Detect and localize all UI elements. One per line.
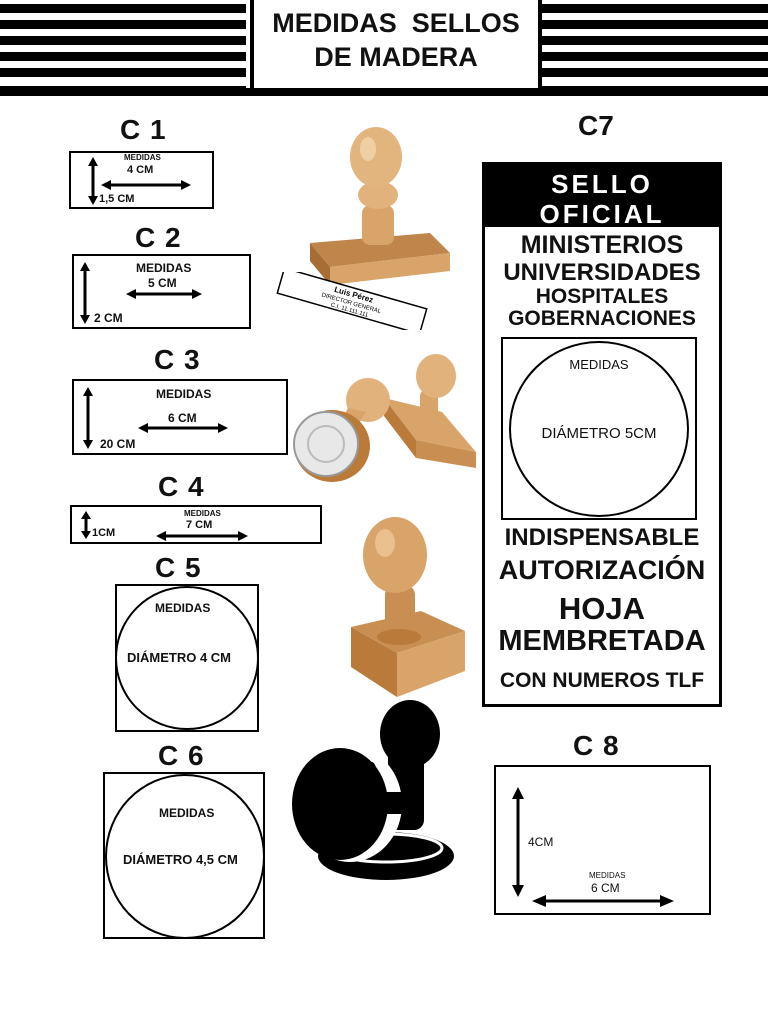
c2-height: 2 CM — [94, 311, 123, 325]
c1-width: 4 CM — [127, 164, 154, 176]
c7-head-line-1: SELLO — [551, 169, 653, 199]
c5-label: C 5 — [155, 552, 202, 583]
header-stripes-right — [538, 0, 768, 96]
c8-vertical-arrow — [512, 787, 524, 897]
c4-horizontal-arrow — [156, 531, 248, 541]
c8-box: 4CM MEDIDAS 6 CM — [494, 765, 711, 915]
c6-circle — [105, 774, 265, 939]
c3-medidas: MEDIDAS — [156, 387, 212, 401]
c7-sello-oficial-panel: SELLO OFICIAL MINISTERIOS UNIVERSIDADES … — [482, 162, 722, 707]
wooden-stamp-square-image — [351, 517, 465, 697]
c4-vertical-arrow — [81, 511, 91, 539]
black-round-stamp-icon — [292, 700, 454, 880]
c7-label: C7 — [578, 110, 614, 141]
c7-entity-2: UNIVERSIDADES — [503, 259, 701, 286]
c2-vertical-arrow — [80, 262, 90, 324]
c4-box: MEDIDAS 7 CM 1CM — [70, 505, 322, 544]
c1-label: C 1 — [120, 114, 167, 145]
c3-width: 6 CM — [168, 411, 197, 425]
c7-diameter: DIÁMETRO 5CM — [541, 425, 657, 442]
c7-req-1: INDISPENSABLE — [504, 524, 700, 551]
c2-box: MEDIDAS 5 CM 2 CM — [72, 254, 251, 329]
c5-circle — [115, 586, 259, 730]
c2-horizontal-arrow — [126, 289, 202, 299]
c1-vertical-arrow — [88, 157, 98, 205]
c7-circle-box: MEDIDAS DIÁMETRO 5CM — [501, 337, 697, 520]
c7-entity-1: MINISTERIOS — [520, 231, 684, 259]
c4-width: 7 CM — [186, 519, 213, 531]
wooden-stamps-pair-image — [293, 354, 476, 482]
c2-width: 5 CM — [148, 276, 177, 290]
header-stripes-left — [0, 0, 246, 96]
c1-horizontal-arrow — [101, 180, 191, 190]
c8-height: 4CM — [528, 835, 554, 849]
c6-diameter: DIÁMETRO 4,5 CM — [123, 852, 238, 867]
c6-box: MEDIDAS DIÁMETRO 4,5 CM — [103, 772, 265, 939]
c4-label: C 4 — [158, 471, 205, 502]
c8-horizontal-arrow — [532, 895, 674, 907]
title-line-2: DE MADERA — [314, 42, 478, 72]
c8-label: C 8 — [573, 730, 620, 761]
c8-width: 6 CM — [591, 881, 620, 895]
c1-medidas: MEDIDAS — [124, 153, 161, 162]
c7-entity-3: HOSPITALES — [535, 285, 669, 308]
c7-circle — [509, 341, 689, 517]
c7-req-4: MEMBRETADA — [498, 625, 706, 657]
c7-req-3: HOJA — [558, 591, 646, 626]
c7-header: SELLO OFICIAL — [485, 165, 719, 229]
title-line-1: MEDIDAS SELLOS — [272, 8, 520, 38]
c1-box: MEDIDAS 4 CM 1,5 CM — [69, 151, 214, 209]
c7-req-2: AUTORIZACIÓN — [498, 555, 706, 585]
c3-vertical-arrow — [83, 387, 93, 449]
c6-label: C 6 — [158, 740, 205, 771]
c5-box: MEDIDAS DIÁMETRO 4 CM — [115, 584, 259, 732]
c5-medidas: MEDIDAS — [155, 601, 211, 615]
c3-box: MEDIDAS 6 CM 20 CM — [72, 379, 288, 455]
header-bottom-bar — [0, 88, 768, 96]
c2-medidas: MEDIDAS — [136, 261, 192, 275]
c7-head-line-2: OFICIAL — [539, 199, 665, 229]
c6-medidas: MEDIDAS — [159, 806, 215, 820]
wooden-stamp-rectangle-image — [310, 127, 450, 285]
page-title: MEDIDAS SELLOS DE MADERA — [250, 0, 542, 92]
c3-horizontal-arrow — [138, 423, 228, 433]
c7-entity-4: GOBERNACIONES — [508, 307, 696, 330]
c1-height: 1,5 CM — [99, 193, 135, 205]
c3-height: 20 CM — [100, 437, 136, 451]
c8-medidas: MEDIDAS — [589, 871, 626, 880]
c7-req-5: CON NUMEROS TLF — [499, 669, 705, 692]
c3-label: C 3 — [154, 344, 201, 375]
c2-label: C 2 — [135, 222, 182, 253]
stamp-imprint: Luis Pérez DIRECTOR GENERAL C.I. 11.111.… — [276, 272, 428, 330]
c4-height: 1CM — [92, 527, 116, 539]
c4-medidas: MEDIDAS — [184, 509, 221, 518]
c7-medidas: MEDIDAS — [569, 357, 629, 372]
c5-diameter: DIÁMETRO 4 CM — [127, 650, 231, 665]
